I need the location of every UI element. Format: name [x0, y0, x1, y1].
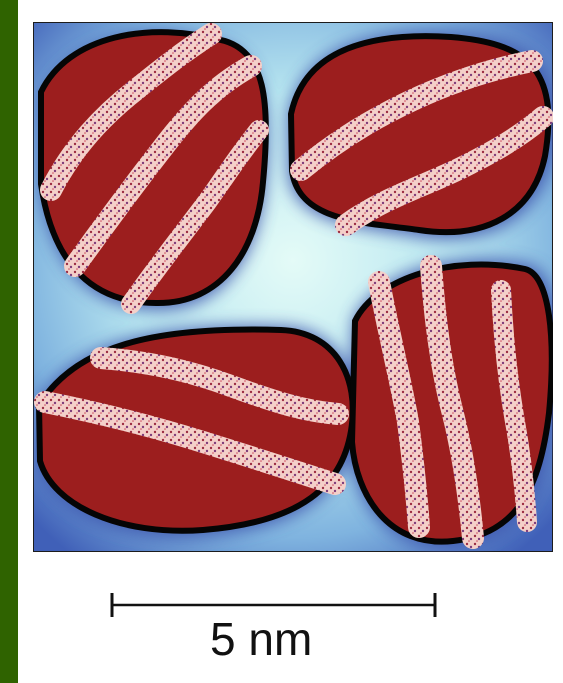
nanoparticle-diagram — [33, 22, 553, 552]
scale-label: 5 nm — [210, 616, 370, 662]
figure-frame: 5 nm — [18, 0, 563, 683]
bottom-right-particle — [352, 265, 552, 542]
bottom-left-particle — [39, 330, 353, 531]
top-right-particle — [291, 36, 548, 232]
top-left-particle — [41, 32, 266, 304]
